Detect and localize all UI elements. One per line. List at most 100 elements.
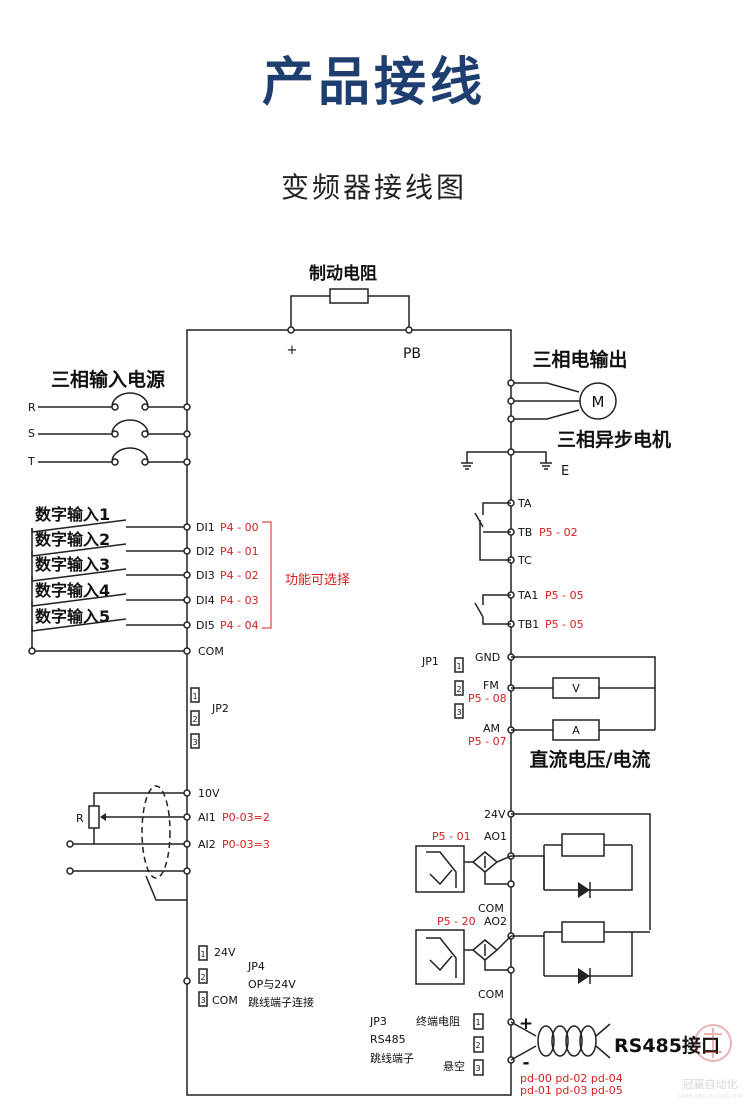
svg-text:RS485: RS485 bbox=[370, 1033, 406, 1046]
svg-text:T: T bbox=[27, 455, 35, 468]
svg-text:数字输入4: 数字输入4 bbox=[35, 581, 110, 600]
svg-text:AO2: AO2 bbox=[484, 915, 507, 928]
brake-resistor-label: 制动电阻 bbox=[309, 263, 377, 284]
svg-text:AM: AM bbox=[483, 722, 500, 735]
svg-text:FM: FM bbox=[483, 679, 499, 692]
svg-text:悬空: 悬空 bbox=[443, 1059, 465, 1073]
svg-text:P4 - 02: P4 - 02 bbox=[220, 569, 259, 582]
svg-text:直流电压/电流: 直流电压/电流 bbox=[530, 748, 651, 771]
svg-text:数字输入3: 数字输入3 bbox=[35, 555, 110, 574]
svg-text:P5 - 08: P5 - 08 bbox=[468, 692, 507, 705]
brake-resistor bbox=[329, 288, 369, 304]
power-input-title: 三相输入电源 bbox=[51, 368, 165, 391]
relay-outputs: TA TB P5 - 02 TC TA1 P5 - 05 TB1 P5 - 05 bbox=[474, 497, 584, 631]
svg-text:冠赢自动化: 冠赢自动化 bbox=[683, 1077, 738, 1091]
svg-text:DI4: DI4 bbox=[196, 594, 215, 607]
svg-text:1: 1 bbox=[200, 950, 205, 959]
svg-text:DI1: DI1 bbox=[196, 521, 215, 534]
svg-text:pd-00 pd-02 pd-04: pd-00 pd-02 pd-04 bbox=[520, 1072, 623, 1085]
svg-text:1: 1 bbox=[456, 662, 461, 671]
svg-text:P0-03=3: P0-03=3 bbox=[222, 838, 270, 851]
inverter-body bbox=[186, 329, 512, 1096]
voltmeter bbox=[552, 677, 600, 699]
analog-inputs: R 10V AI1 P0-03=2 AI2 P0-03=3 bbox=[66, 785, 270, 901]
di-com-label: COM bbox=[198, 645, 224, 658]
svg-text:数字输入5: 数字输入5 bbox=[35, 607, 110, 626]
svg-text:TA: TA bbox=[517, 497, 532, 510]
svg-text:2: 2 bbox=[456, 685, 461, 694]
svg-text:3: 3 bbox=[475, 1064, 480, 1073]
svg-text:跳线端子连接: 跳线端子连接 bbox=[248, 995, 314, 1009]
page-title: 产品接线 bbox=[261, 53, 486, 113]
svg-text:2: 2 bbox=[200, 973, 205, 982]
ammeter bbox=[552, 719, 600, 741]
svg-text:数字输入2: 数字输入2 bbox=[35, 530, 110, 549]
svg-text:COM: COM bbox=[212, 994, 238, 1007]
svg-text:10V: 10V bbox=[198, 787, 220, 800]
svg-text:A: A bbox=[572, 724, 580, 737]
rs485-section: JP3 RS485 跳线端子 终端电阻 悬空 1 2 3 + - RS485接口… bbox=[369, 1013, 720, 1097]
svg-text:DI5: DI5 bbox=[196, 619, 215, 632]
rs485-port-title: RS485接口 bbox=[614, 1035, 720, 1057]
meter-outputs: GND FM P5 - 08 AM P5 - 07 V A 直流电压/电流 bbox=[468, 651, 656, 771]
svg-text:R: R bbox=[76, 812, 84, 825]
analog-output-1: 24V P5 - 01 AO1 COM bbox=[415, 808, 651, 930]
svg-text:TA1: TA1 bbox=[517, 589, 538, 602]
svg-text:1: 1 bbox=[475, 1018, 480, 1027]
svg-text:P5 - 20: P5 - 20 bbox=[437, 915, 476, 928]
svg-text:P5 - 02: P5 - 02 bbox=[539, 526, 578, 539]
svg-text:COM: COM bbox=[478, 902, 504, 915]
svg-text:COM: COM bbox=[478, 988, 504, 1001]
svg-text:AI2: AI2 bbox=[198, 838, 216, 851]
pb-terminal-label: PB bbox=[403, 346, 421, 362]
svg-text:R: R bbox=[28, 401, 36, 414]
svg-text:DI3: DI3 bbox=[196, 569, 215, 582]
svg-text:P5 - 01: P5 - 01 bbox=[432, 830, 471, 843]
potentiometer bbox=[88, 805, 100, 829]
plus-terminal-label: + bbox=[287, 343, 298, 358]
svg-text:JP4: JP4 bbox=[247, 960, 265, 973]
svg-text:AO1: AO1 bbox=[484, 830, 507, 843]
input-phase-t: T bbox=[27, 447, 191, 468]
digital-input-5: 数字输入5 DI5 P4 - 04 bbox=[31, 607, 259, 632]
svg-text:2: 2 bbox=[192, 715, 197, 724]
svg-text:JP3: JP3 bbox=[369, 1015, 387, 1028]
svg-text:JP1: JP1 bbox=[421, 655, 439, 668]
earth-label: E bbox=[561, 464, 569, 479]
svg-text:P4 - 00: P4 - 00 bbox=[220, 521, 259, 534]
motor-symbol bbox=[579, 382, 617, 420]
svg-text:V: V bbox=[572, 682, 580, 695]
jp4-jumper: 1 2 3 24V COM JP4 OP与24V 跳线端子连接 bbox=[183, 945, 314, 1009]
svg-text:TB: TB bbox=[517, 526, 532, 539]
svg-text:P4 - 01: P4 - 01 bbox=[220, 545, 259, 558]
svg-text:S: S bbox=[28, 427, 35, 440]
svg-text:3: 3 bbox=[456, 708, 461, 717]
digital-input-4: 数字输入4 DI4 P4 - 03 bbox=[31, 581, 259, 607]
svg-text:数字输入1: 数字输入1 bbox=[35, 505, 110, 524]
svg-text:P4 - 04: P4 - 04 bbox=[220, 619, 259, 632]
digital-input-2: 数字输入2 DI2 P4 - 01 bbox=[31, 530, 259, 558]
jp1-jumper: JP1 1 2 3 bbox=[421, 655, 464, 719]
svg-text:P5 - 05: P5 - 05 bbox=[545, 618, 584, 631]
svg-text:P5 - 07: P5 - 07 bbox=[468, 735, 507, 748]
diagram-subtitle: 变频器接线图 bbox=[280, 171, 467, 204]
svg-text:-: - bbox=[522, 1053, 529, 1073]
jp2-jumper: 1 2 3 JP2 bbox=[190, 687, 229, 749]
svg-text:pd-01 pd-03 pd-05: pd-01 pd-03 pd-05 bbox=[520, 1084, 623, 1097]
svg-text:GND: GND bbox=[475, 651, 500, 664]
svg-text:P5 - 05: P5 - 05 bbox=[545, 589, 584, 602]
svg-text:JP2: JP2 bbox=[211, 702, 229, 715]
brand-logo: 冠赢自动化 GUAN YING ZI DONG HUA bbox=[678, 1024, 743, 1100]
svg-text:1: 1 bbox=[192, 692, 197, 701]
svg-text:OP与24V: OP与24V bbox=[248, 978, 296, 991]
svg-text:P4 - 03: P4 - 03 bbox=[220, 594, 259, 607]
svg-text:3: 3 bbox=[200, 996, 205, 1005]
svg-text:终端电阻: 终端电阻 bbox=[416, 1014, 460, 1028]
input-phase-s: S bbox=[28, 419, 191, 440]
svg-text:TC: TC bbox=[517, 554, 532, 567]
svg-text:24V: 24V bbox=[484, 808, 506, 821]
svg-text:跳线端子: 跳线端子 bbox=[370, 1051, 414, 1065]
svg-text:TB1: TB1 bbox=[517, 618, 539, 631]
motor-m-label: M bbox=[592, 393, 605, 411]
